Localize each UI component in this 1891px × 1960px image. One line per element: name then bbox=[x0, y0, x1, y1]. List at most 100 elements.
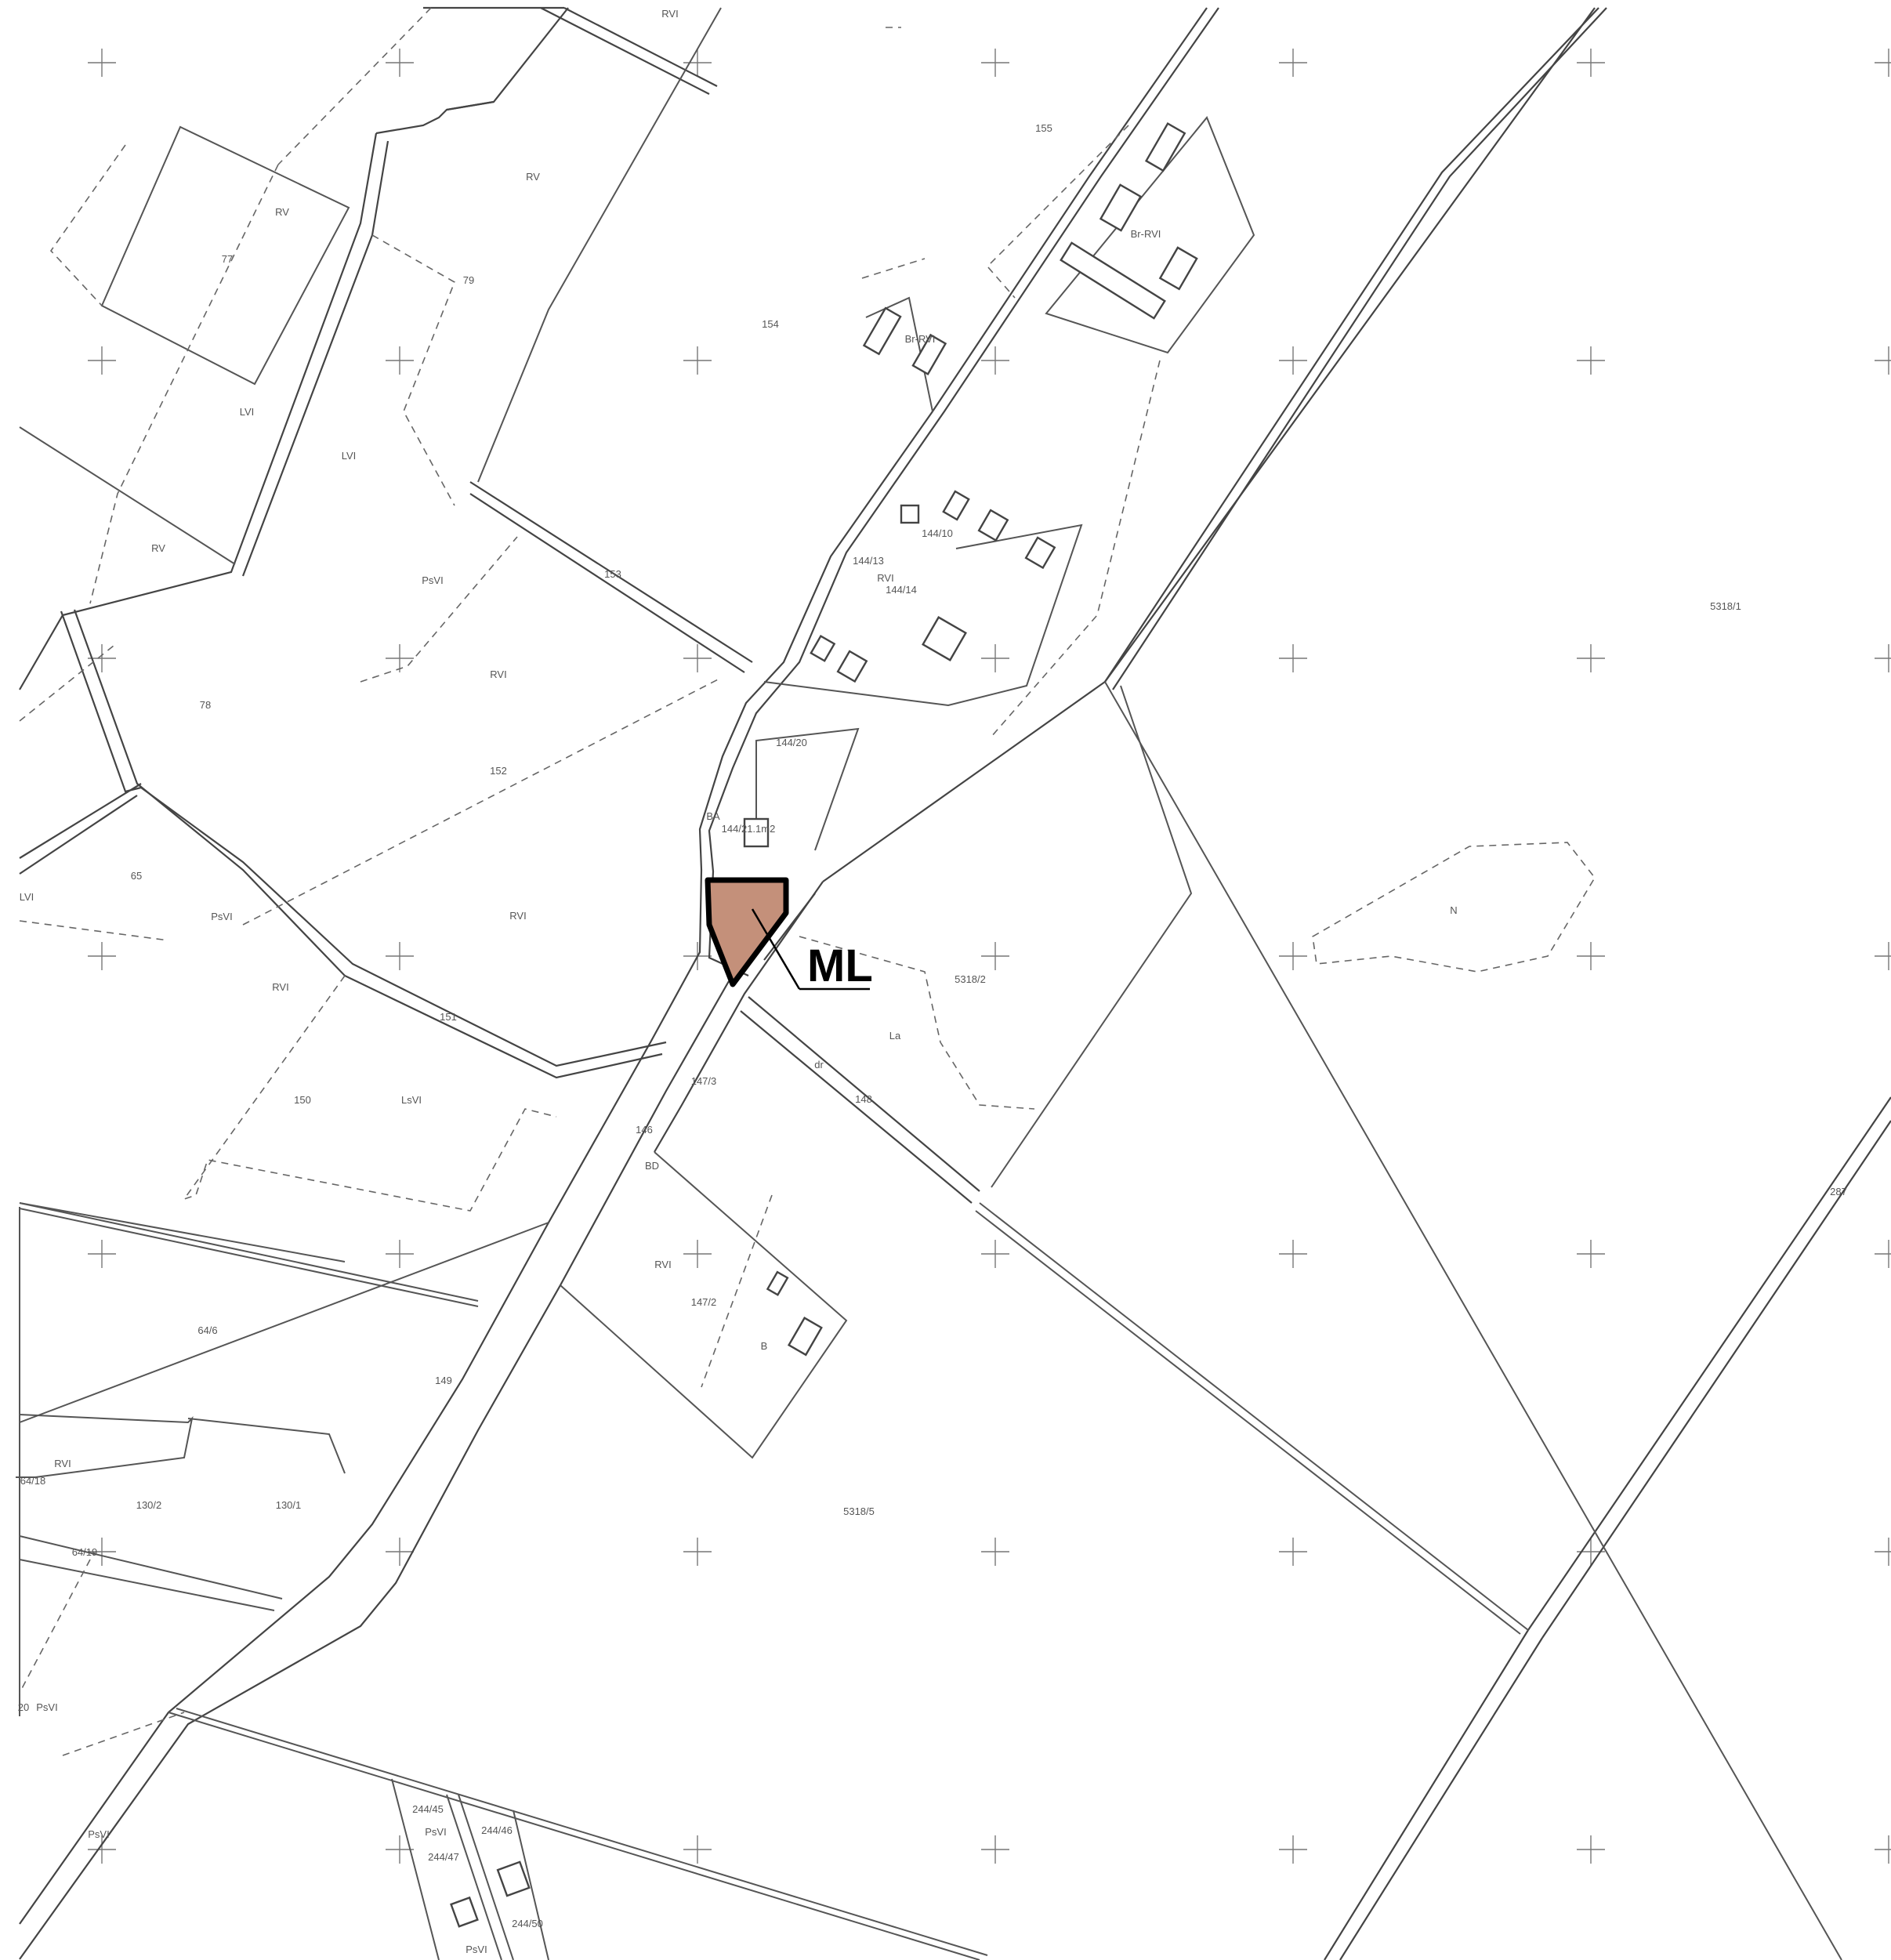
parcel-labels: RVIRVRV7779154155LVILVIRV153PsVIRVI78152… bbox=[18, 8, 1847, 1955]
parcel-label: 144/21.1m2 bbox=[722, 823, 776, 835]
dashed-boundaries bbox=[19, 7, 1596, 1756]
grid-cross bbox=[981, 1538, 1009, 1566]
grid-cross bbox=[1279, 644, 1307, 672]
parcel-label: PsVI bbox=[88, 1828, 109, 1840]
parcel-label: BD bbox=[645, 1160, 659, 1172]
grid-cross bbox=[386, 1835, 414, 1864]
parcel-label: RV bbox=[526, 171, 540, 183]
grid-cross bbox=[1875, 942, 1891, 970]
grid-cross bbox=[1577, 1240, 1605, 1268]
parcel-label: 130/1 bbox=[276, 1499, 302, 1511]
parcel-label: 151 bbox=[440, 1011, 457, 1023]
grid-cross bbox=[1577, 942, 1605, 970]
parcel-label: 64/19 bbox=[72, 1546, 98, 1558]
grid-cross bbox=[683, 1538, 712, 1566]
grid-cross bbox=[1875, 49, 1891, 77]
ml-label: ML bbox=[807, 940, 873, 991]
grid-cross bbox=[981, 1240, 1009, 1268]
grid-cross bbox=[386, 346, 414, 375]
parcel-label: 130/2 bbox=[136, 1499, 162, 1511]
parcel-label: 287 bbox=[1830, 1186, 1847, 1197]
parcel-label: N bbox=[1450, 904, 1457, 916]
parcel-label: 150 bbox=[294, 1094, 311, 1106]
grid-cross bbox=[386, 644, 414, 672]
grid-cross bbox=[1875, 1835, 1891, 1864]
grid-cross bbox=[683, 1240, 712, 1268]
grid-cross bbox=[1577, 644, 1605, 672]
parcel-label: PsVI bbox=[211, 911, 232, 922]
grid-cross bbox=[386, 49, 414, 77]
parcel-label: Br-RVI bbox=[905, 333, 936, 345]
grid-cross bbox=[1875, 1538, 1891, 1566]
parcel-label: 244/47 bbox=[428, 1851, 459, 1863]
parcel-label: LVI bbox=[342, 450, 357, 462]
grid-cross bbox=[88, 1538, 116, 1566]
grid-cross bbox=[1577, 1835, 1605, 1864]
grid-cross bbox=[88, 1835, 116, 1864]
parcel-label: 64/18 bbox=[20, 1475, 46, 1487]
parcel-label: LVI bbox=[20, 891, 34, 903]
parcel-label: dr bbox=[814, 1059, 824, 1071]
parcel-label: RVI bbox=[509, 910, 526, 922]
ml-leader-line bbox=[751, 908, 801, 990]
ml-parcel: ML bbox=[705, 877, 873, 991]
grid-cross bbox=[1875, 1240, 1891, 1268]
parcel-label: PsVI bbox=[425, 1826, 446, 1838]
parcel-label: 5318/2 bbox=[955, 973, 986, 985]
grid-cross bbox=[386, 1538, 414, 1566]
grid-cross bbox=[683, 49, 712, 77]
parcel-label: 152 bbox=[490, 765, 507, 777]
grid-cross bbox=[683, 1835, 712, 1864]
parcel-label: PsVI bbox=[422, 574, 443, 586]
grid-cross bbox=[1279, 1240, 1307, 1268]
parcel-label: 154 bbox=[762, 318, 779, 330]
parcel-label: PsVI bbox=[466, 1944, 487, 1955]
grid-cross bbox=[386, 1240, 414, 1268]
parcel-label: 244/45 bbox=[412, 1803, 444, 1815]
parcel-label: RVI bbox=[654, 1259, 671, 1270]
grid-cross bbox=[981, 346, 1009, 375]
grid-cross bbox=[1577, 346, 1605, 375]
parcel-label: 5318/1 bbox=[1710, 600, 1741, 612]
parcel-label: PsVI bbox=[36, 1701, 57, 1713]
parcel-label: 144/14 bbox=[886, 584, 917, 596]
parcel-label: RVI bbox=[661, 8, 678, 20]
parcel-label: RVI bbox=[877, 572, 893, 584]
grid-cross bbox=[1279, 942, 1307, 970]
grid-cross bbox=[683, 644, 712, 672]
parcel-label: 144/10 bbox=[922, 527, 953, 539]
parcel-label: 244/46 bbox=[481, 1824, 513, 1836]
parcel-label: 65 bbox=[131, 870, 142, 882]
grid-cross bbox=[386, 942, 414, 970]
grid-crosses bbox=[88, 49, 1891, 1864]
grid-cross bbox=[88, 49, 116, 77]
grid-cross bbox=[981, 942, 1009, 970]
grid-cross bbox=[1875, 346, 1891, 375]
parcel-label: RVI bbox=[272, 981, 288, 993]
grid-cross bbox=[1279, 1835, 1307, 1864]
grid-cross bbox=[1279, 1538, 1307, 1566]
grid-cross bbox=[88, 942, 116, 970]
parcel-label: 144/20 bbox=[776, 737, 807, 748]
parcel-label: 20 bbox=[18, 1701, 29, 1713]
parcel-label: B bbox=[761, 1340, 768, 1352]
grid-cross bbox=[1875, 644, 1891, 672]
grid-cross bbox=[1279, 346, 1307, 375]
parcel-label: 64/6 bbox=[197, 1324, 217, 1336]
grid-cross bbox=[1279, 49, 1307, 77]
parcel-label: La bbox=[889, 1030, 901, 1042]
parcel-label: 79 bbox=[463, 274, 474, 286]
parcel-label: LVI bbox=[240, 406, 255, 418]
parcel-label: 244/50 bbox=[512, 1918, 543, 1929]
parcel-boundaries bbox=[16, 7, 1842, 1960]
parcel-label: 77 bbox=[222, 253, 233, 265]
buildings bbox=[450, 121, 1198, 1928]
parcel-label: 78 bbox=[200, 699, 211, 711]
parcel-label: 147/2 bbox=[691, 1296, 717, 1308]
grid-cross bbox=[981, 49, 1009, 77]
parcel-label: 155 bbox=[1035, 122, 1052, 134]
parcel-label: 5318/5 bbox=[843, 1505, 875, 1517]
parcel-label: 144/13 bbox=[853, 555, 884, 567]
parcel-label: 148 bbox=[855, 1093, 872, 1105]
grid-cross bbox=[1577, 49, 1605, 77]
